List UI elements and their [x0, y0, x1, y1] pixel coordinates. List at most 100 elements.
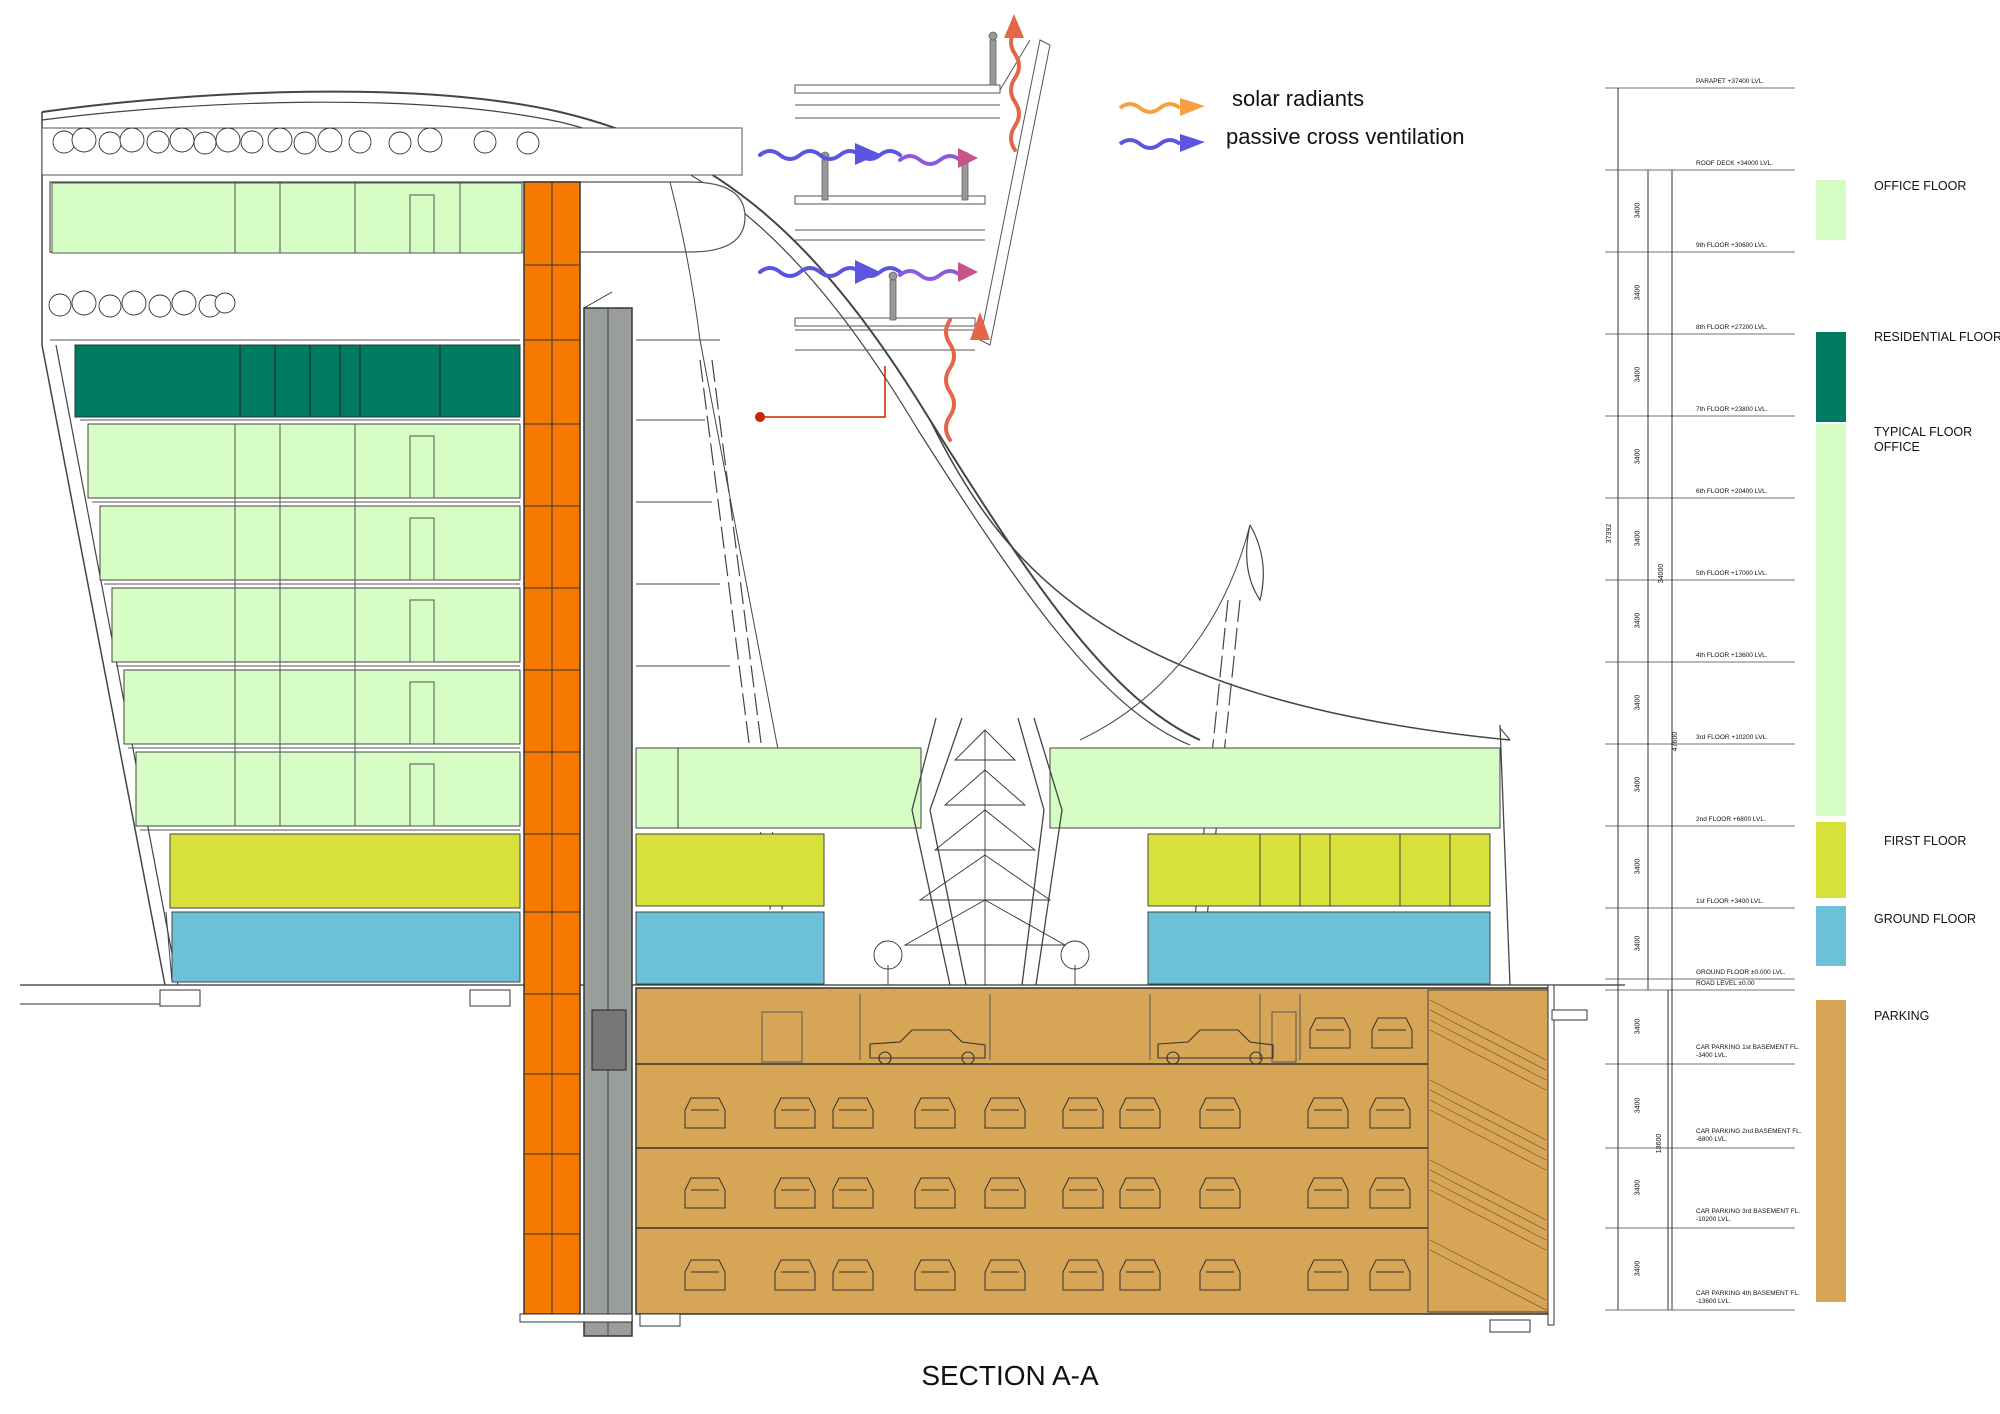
level-label: 8th FLOOR +27200 LVL.: [1696, 324, 1768, 331]
car-icon: [914, 1097, 956, 1129]
dimension-chain: [1617, 88, 1673, 1310]
legend-swatch-0: [1816, 180, 1846, 240]
car-icon: [1199, 1097, 1241, 1129]
legend-swatch-3: [1816, 822, 1846, 898]
dim-basement-total: 13600: [1656, 1133, 1664, 1154]
level-label: GROUND FLOOR ±0.000 LVL.: [1696, 969, 1786, 976]
level-label: CAR PARKING 1st BASEMENT FL. -3400 LVL.: [1696, 1044, 1800, 1059]
car-icon: [1119, 1177, 1161, 1209]
ground-floor-left: [171, 911, 521, 983]
legend-label-office: OFFICE FLOOR: [1874, 179, 1967, 193]
car-icon: [832, 1177, 874, 1209]
level-label: ROAD LEVEL ±0.00: [1696, 980, 1755, 987]
legend-swatch-2: [1816, 424, 1846, 816]
dim-floor-height: 3400: [1634, 1097, 1642, 1114]
first-floor-right: [1147, 833, 1491, 907]
dim-floor-height: 3400: [1634, 448, 1642, 465]
car-icon: [832, 1097, 874, 1129]
level-label: 2nd FLOOR +6800 LVL.: [1696, 816, 1766, 823]
dim-floor-height: 3400: [1634, 284, 1642, 301]
ventilation-detail: [794, 39, 1051, 351]
dim-floor-height: 3400: [1634, 694, 1642, 711]
car-icon: [1369, 1097, 1411, 1129]
car-icon: [832, 1259, 874, 1291]
first-floor-center: [635, 833, 825, 907]
legend-swatch-5: [1816, 1000, 1846, 1302]
level-label: 6th FLOOR +20400 LVL.: [1696, 488, 1768, 495]
car-icon: [774, 1097, 816, 1129]
solar-arrows: [944, 14, 1024, 442]
car-icon: [684, 1177, 726, 1209]
car-icon: [1307, 1177, 1349, 1209]
dim-floor-height: 3400: [1634, 1179, 1642, 1196]
level-label: PARAPET +37400 LVL.: [1696, 78, 1765, 85]
car-icon: [1062, 1097, 1104, 1129]
dim-total-building: 34000: [1658, 563, 1666, 584]
car-icon: [684, 1259, 726, 1291]
dim-floor-height: 3400: [1634, 858, 1642, 875]
residential-floor: [74, 344, 521, 418]
level-label: CAR PARKING 4th BASEMENT FL. -13600 LVL.: [1696, 1290, 1800, 1305]
car-icon: [1371, 1017, 1413, 1049]
dim-total-overall: 47600: [1672, 731, 1680, 752]
level-label: 5th FLOOR +17000 LVL.: [1696, 570, 1768, 577]
ground-floor-center: [635, 911, 825, 985]
canopy: [929, 419, 1511, 741]
level-label: 9th FLOOR +30600 LVL.: [1696, 242, 1768, 249]
car-icon: [984, 1097, 1026, 1129]
first-floor-left: [169, 833, 521, 909]
roof-curve: [41, 90, 1201, 741]
car-icon: [774, 1259, 816, 1291]
dim-floor-height: 3400: [1634, 935, 1642, 951]
legend-label-typical: TYPICAL FLOOR OFFICE: [1874, 425, 1973, 454]
typical-office-floors: [87, 423, 521, 827]
level-label: 3rd FLOOR +10200 LVL.: [1696, 734, 1768, 741]
dim-floor-height: 3400: [1634, 1018, 1642, 1035]
dim-floor-height: 3400: [1634, 202, 1642, 219]
car-icon: [1307, 1097, 1349, 1129]
dim-floor-height: 3400: [1634, 530, 1642, 547]
car-icon: [774, 1177, 816, 1209]
level-label: 7th FLOOR +23800 LVL.: [1696, 406, 1768, 413]
car-icon: [1199, 1259, 1241, 1291]
courtyard-tree: [903, 729, 1067, 985]
car-icon: [1369, 1177, 1411, 1209]
level-label: 1st FLOOR +3400 LVL.: [1696, 898, 1764, 905]
section-title: SECTION A-A: [921, 1360, 1099, 1391]
stair-flights: [524, 182, 580, 1314]
legend-label-first: FIRST FLOOR: [1884, 834, 1967, 848]
car-icon: [1119, 1259, 1161, 1291]
dim-floor-height: 3400: [1634, 612, 1642, 629]
ventilation-key-swatch: [1118, 138, 1182, 150]
dim-floor-height: 3400: [1634, 1260, 1642, 1277]
car-icon: [684, 1097, 726, 1129]
people-figures: [820, 31, 998, 321]
parking-basement: [635, 987, 1549, 1315]
dim-total-above: 37392: [1606, 523, 1614, 544]
solar-key-swatch: [1118, 102, 1182, 114]
legend-swatch-1: [1816, 332, 1846, 422]
dim-floor-height: 3400: [1634, 776, 1642, 793]
car-icon: [1119, 1097, 1161, 1129]
legend-swatches: [1816, 180, 1846, 1302]
level-label: CAR PARKING 3rd BASEMENT FL. -10200 LVL.: [1696, 1208, 1801, 1223]
car-icon: [914, 1259, 956, 1291]
ground-floor-right: [1147, 911, 1491, 985]
car-icon: [1199, 1177, 1241, 1209]
car-icon: [984, 1177, 1026, 1209]
car-icon: [1062, 1177, 1104, 1209]
legend-label-ground: GROUND FLOOR: [1874, 912, 1977, 926]
car-icon: [1307, 1259, 1349, 1291]
level-label: 4th FLOOR +13600 LVL.: [1696, 652, 1768, 659]
roof-trees: [52, 127, 540, 155]
central-office-band: [635, 747, 922, 829]
ventilation-arrows: [758, 143, 978, 284]
car-icon: [1309, 1017, 1351, 1049]
level-label: ROOF DECK +34000 LVL.: [1696, 160, 1774, 167]
level-datums: [1605, 87, 1795, 1311]
car-icon: [1062, 1259, 1104, 1291]
legend-label-parking: PARKING: [1874, 1009, 1930, 1023]
parked-cars: [684, 1017, 1413, 1291]
level-label: CAR PARKING 2nd BASEMENT FL. -6800 LVL.: [1696, 1128, 1802, 1143]
